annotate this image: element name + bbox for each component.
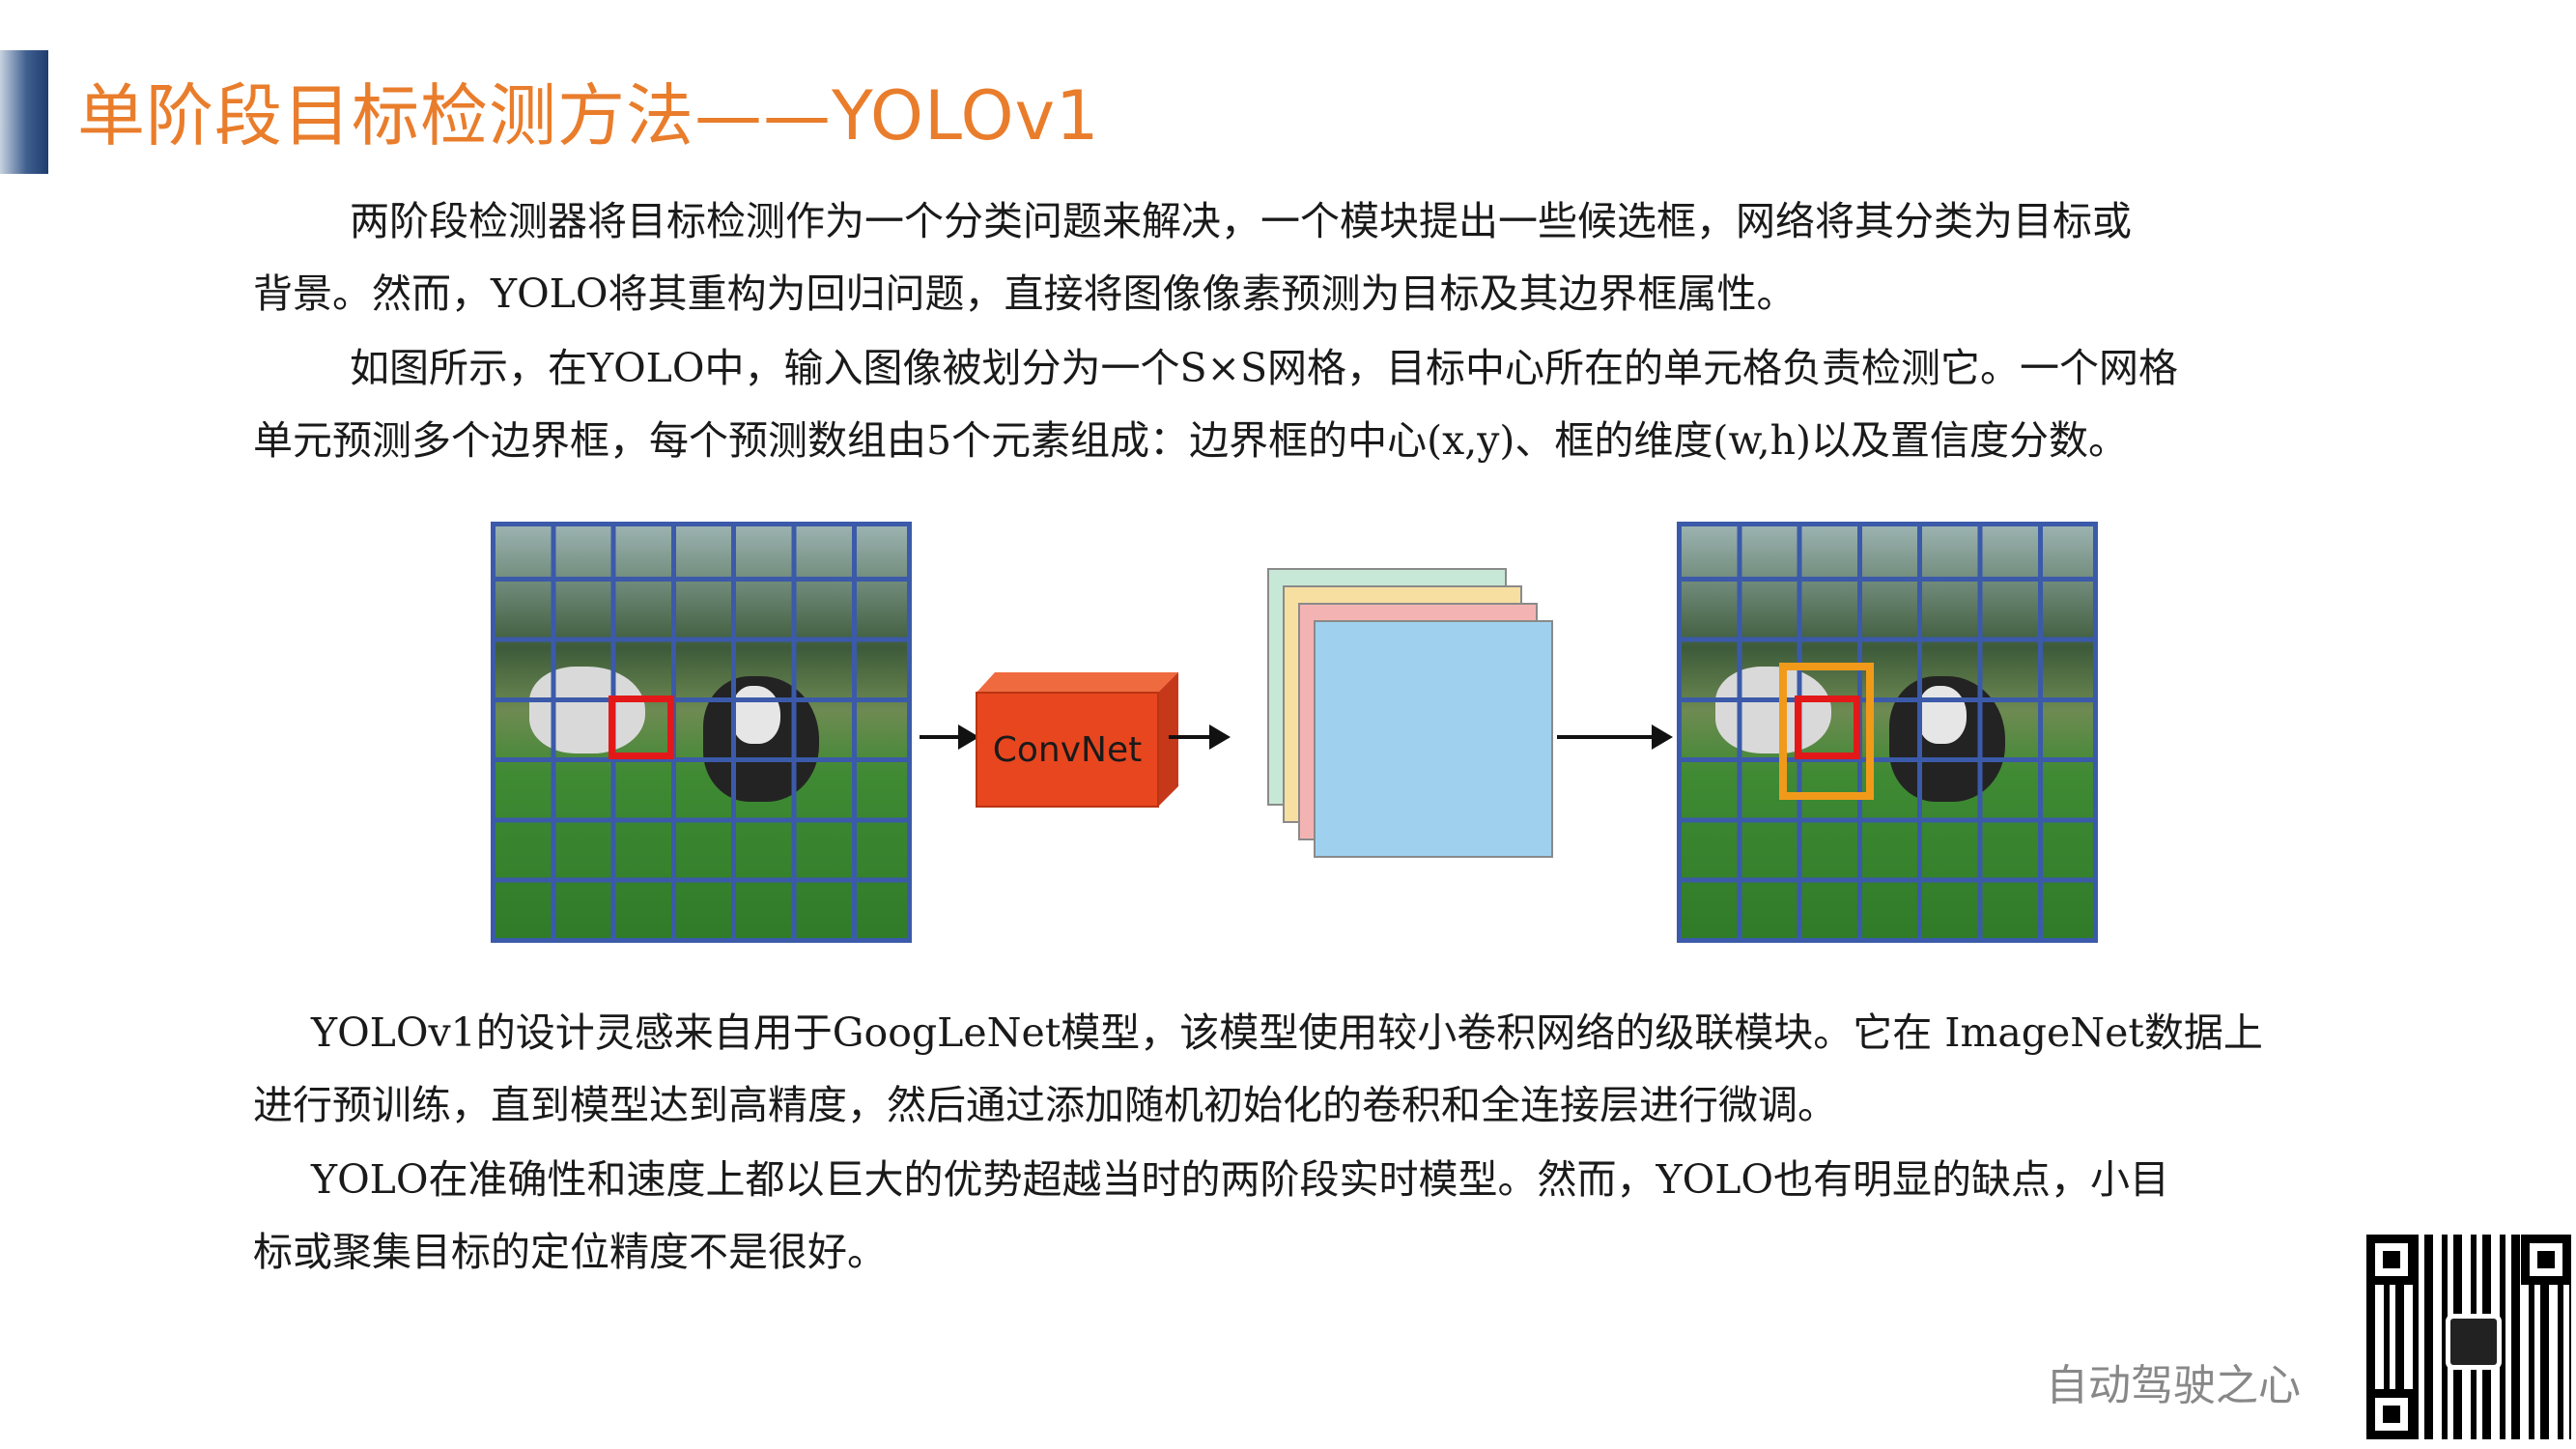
arrow-to-convnet	[920, 724, 979, 750]
convnet-block: ConvNet	[976, 672, 1178, 808]
paragraph-1-line-2: 背景。然而，YOLO将其重构为回归问题，直接将图像像素预测为目标及其边界框属性。	[253, 270, 1797, 317]
feature-layer-4	[1314, 620, 1553, 858]
paragraph-2: 如图所示，在YOLO中，输入图像被划分为一个S×S网格，目标中心所在的单元格负责…	[253, 332, 2339, 477]
convnet-front-face	[976, 692, 1159, 808]
qr-finder-icon	[2366, 1389, 2417, 1439]
qr-finder-icon	[2366, 1235, 2417, 1285]
paragraph-1-line-1: 两阶段检测器将目标检测作为一个分类问题来解决，一个模块提出一些候选框，网络将其分…	[350, 198, 2132, 244]
convnet-label: ConvNet	[992, 729, 1143, 770]
qr-logo-icon	[2446, 1314, 2502, 1370]
responsible-cell-box	[1795, 696, 1860, 759]
paragraph-3-line-2: 进行预训练，直到模型达到高精度，然后通过添加随机初始化的卷积和全连接层进行微调。	[253, 1082, 1837, 1128]
qr-code-icon[interactable]	[2366, 1235, 2571, 1439]
yolo-pipeline-figure: ConvNet	[483, 512, 2125, 956]
page-title: 单阶段目标检测方法——YOLOv1	[77, 76, 1100, 156]
paragraph-2-line-2: 单元预测多个边界框，每个预测数组由5个元素组成：边界框的中心(x,y)、框的维度…	[253, 417, 2129, 464]
watermark-text: 自动驾驶之心	[2046, 1361, 2301, 1410]
convnet-top-face	[976, 672, 1178, 694]
predicted-bounding-box	[1779, 663, 1874, 800]
output-image-grid	[1677, 522, 2098, 943]
arrow-to-features	[1169, 724, 1231, 750]
paragraph-1: 两阶段检测器将目标检测作为一个分类问题来解决，一个模块提出一些候选框，网络将其分…	[253, 185, 2339, 330]
qr-finder-icon	[2521, 1235, 2571, 1285]
paragraph-4-line-1: YOLO在准确性和速度上都以巨大的优势超越当时的两阶段实时模型。然而，YOLO也…	[311, 1156, 2170, 1203]
paragraph-4: YOLO在准确性和速度上都以巨大的优势超越当时的两阶段实时模型。然而，YOLO也…	[253, 1144, 2339, 1289]
paragraph-2-line-1: 如图所示，在YOLO中，输入图像被划分为一个S×S网格，目标中心所在的单元格负责…	[350, 345, 2179, 391]
paragraph-3: YOLOv1的设计灵感来自用于GoogLeNet模型，该模型使用较小卷积网络的级…	[253, 997, 2339, 1142]
arrow-to-output	[1557, 724, 1673, 750]
title-accent-bar	[0, 50, 48, 174]
responsible-cell-box	[609, 696, 674, 759]
convnet-side-face	[1157, 672, 1178, 808]
paragraph-3-line-1: YOLOv1的设计灵感来自用于GoogLeNet模型，该模型使用较小卷积网络的级…	[311, 1009, 2263, 1056]
grid-overlay	[491, 522, 912, 943]
paragraph-4-line-2: 标或聚集目标的定位精度不是很好。	[253, 1229, 887, 1275]
input-image-grid	[491, 522, 912, 943]
grid-overlay	[1677, 522, 2098, 943]
